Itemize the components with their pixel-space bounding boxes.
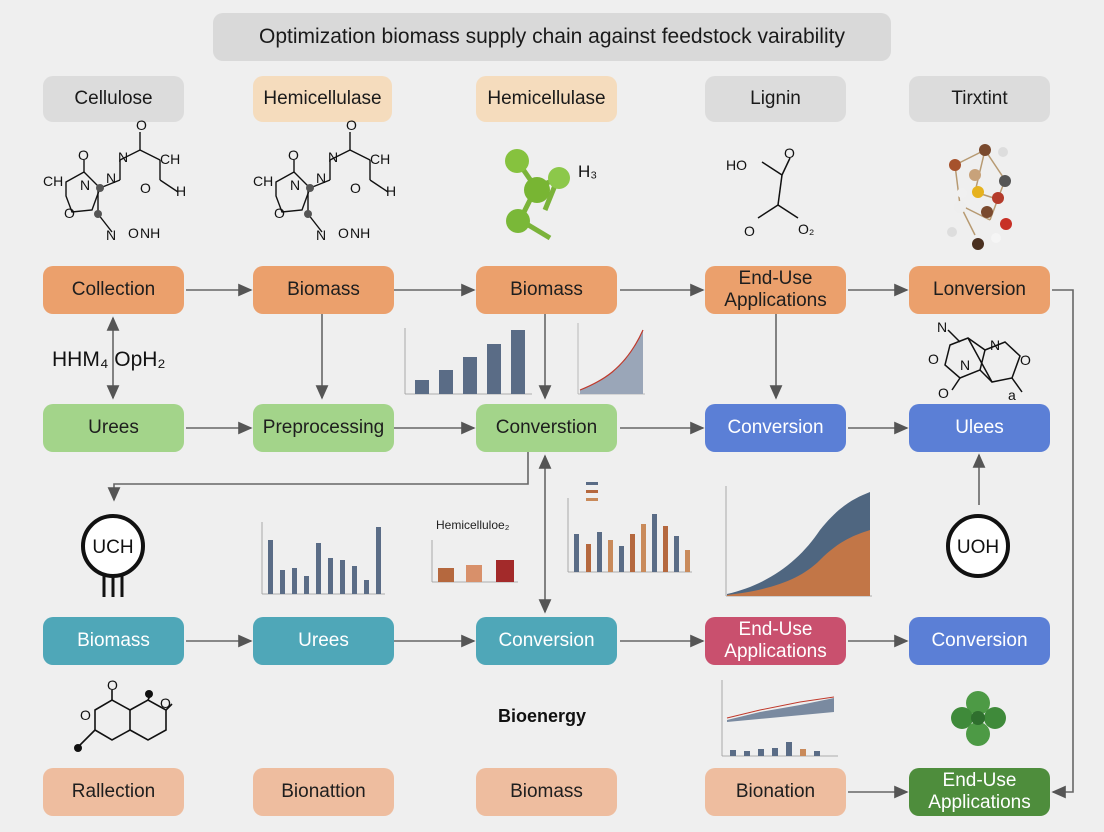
svg-text:NH: NH [350, 225, 370, 241]
node-preprocessing[interactable]: Preprocessing [253, 404, 394, 452]
svg-text:O: O [346, 117, 357, 133]
svg-text:CH: CH [253, 173, 273, 189]
svg-text:N: N [328, 149, 338, 165]
molecule-cellulose-icon: CH O O N CH O H N N O N O NH [43, 117, 186, 243]
leaf-cluster-icon [951, 691, 1006, 746]
svg-text:CH: CH [370, 151, 390, 167]
area-chart-large [725, 486, 872, 597]
svg-text:O: O [136, 117, 147, 133]
node-lonversion[interactable]: Lonversion [909, 266, 1050, 314]
svg-text:O: O [140, 180, 151, 196]
node-rallection[interactable]: Rallection [43, 768, 184, 816]
node-conversion-r3c5[interactable]: Conversion [909, 617, 1050, 665]
molecule-ring-icon: N O O N N O a [928, 319, 1031, 403]
svg-text:CH: CH [43, 173, 63, 189]
svg-text:O: O [64, 205, 75, 221]
svg-text:O: O [288, 147, 299, 163]
svg-text:NH: NH [140, 225, 160, 241]
node-end-use-r3[interactable]: End-Use Applications [705, 617, 846, 665]
header-cellulose: Cellulose [43, 76, 184, 122]
node-end-use-r1[interactable]: End-Use Applications [705, 266, 846, 314]
svg-text:O: O [744, 223, 755, 239]
svg-text:N: N [80, 177, 90, 193]
svg-text:N: N [316, 227, 326, 243]
svg-text:O: O [928, 351, 939, 367]
svg-text:O: O [1020, 352, 1031, 368]
svg-text:N: N [937, 319, 947, 335]
bioenergy-label: Bioenergy [498, 706, 587, 726]
svg-text:N: N [316, 170, 326, 186]
svg-text:O₂: O₂ [798, 221, 814, 237]
node-biomass-r1c3[interactable]: Biomass [476, 266, 617, 314]
uoh-symbol-icon: UOH [946, 514, 1010, 578]
svg-text:H: H [386, 183, 396, 199]
svg-text:H: H [176, 183, 186, 199]
molecule-bottom-icon: O O O [74, 677, 173, 752]
svg-text:O: O [107, 677, 118, 693]
svg-text:N: N [106, 170, 116, 186]
svg-text:O: O [784, 145, 795, 161]
mini-bar-chart-hemicellulose: Hemicelluloe₂ [431, 518, 518, 583]
node-urees-r3[interactable]: Urees [253, 617, 394, 665]
header-tirxtint: Tirxtint [909, 76, 1050, 122]
node-conversion-r2c4[interactable]: Conversion [705, 404, 846, 452]
svg-text:N: N [106, 227, 116, 243]
svg-text:O: O [350, 180, 361, 196]
node-biomass-r1c2[interactable]: Biomass [253, 266, 394, 314]
svg-text:O: O [80, 707, 91, 723]
diagram-title: Optimization biomass supply chain agains… [213, 13, 891, 61]
node-biomass-r4[interactable]: Biomass [476, 768, 617, 816]
svg-text:N: N [290, 177, 300, 193]
mini-bar-chart-3 [567, 482, 692, 573]
molecule-3d-color-icon [947, 144, 1012, 250]
svg-text:N: N [990, 337, 1000, 353]
node-biomass-r3[interactable]: Biomass [43, 617, 184, 665]
node-conversion-r3c3[interactable]: Conversion [476, 617, 617, 665]
mini-area-chart-1 [577, 323, 645, 395]
header-hemicellulase-1: Hemicellulase [253, 76, 392, 122]
svg-text:UCH: UCH [92, 537, 133, 558]
node-end-use-r4[interactable]: End-Use Applications [909, 768, 1050, 816]
molecule-hemicellulase-icon: CH O O N CH O H N N O N O NH [253, 117, 396, 243]
svg-text:O: O [78, 147, 89, 163]
svg-text:HO: HO [726, 157, 747, 173]
svg-text:O: O [338, 225, 349, 241]
node-bionattion[interactable]: Bionattion [253, 768, 394, 816]
svg-text:O: O [938, 385, 949, 401]
hemicellulose-chart-title: Hemicelluloe₂ [436, 518, 510, 532]
uch-symbol-icon: UCH [81, 514, 145, 597]
node-ulees[interactable]: Ulees [909, 404, 1050, 452]
svg-text:UOH: UOH [957, 537, 999, 558]
molecule-lignin-icon: HO O O O₂ [726, 145, 814, 239]
svg-text:O: O [128, 225, 139, 241]
header-lignin: Lignin [705, 76, 846, 122]
molecule-3d-green-icon: H₃ [505, 149, 597, 241]
node-converstion[interactable]: Converstion [476, 404, 617, 452]
node-collection[interactable]: Collection [43, 266, 184, 314]
mini-bar-chart-1 [404, 328, 532, 395]
svg-text:N: N [118, 149, 128, 165]
svg-text:N: N [960, 357, 970, 373]
svg-text:O: O [274, 205, 285, 221]
node-bionation[interactable]: Bionation [705, 768, 846, 816]
svg-text:a: a [1008, 387, 1016, 403]
h3-label: H₃ [578, 162, 597, 181]
hhm-oph-label: HHM₄ OpH₂ [52, 348, 166, 371]
mini-line-chart-bottom [721, 680, 838, 757]
node-urees-r2[interactable]: Urees [43, 404, 184, 452]
svg-text:CH: CH [160, 151, 180, 167]
svg-text:O: O [160, 695, 171, 711]
mini-bar-chart-2 [261, 522, 385, 595]
header-hemicellulase-2: Hemicellulase [476, 76, 617, 122]
